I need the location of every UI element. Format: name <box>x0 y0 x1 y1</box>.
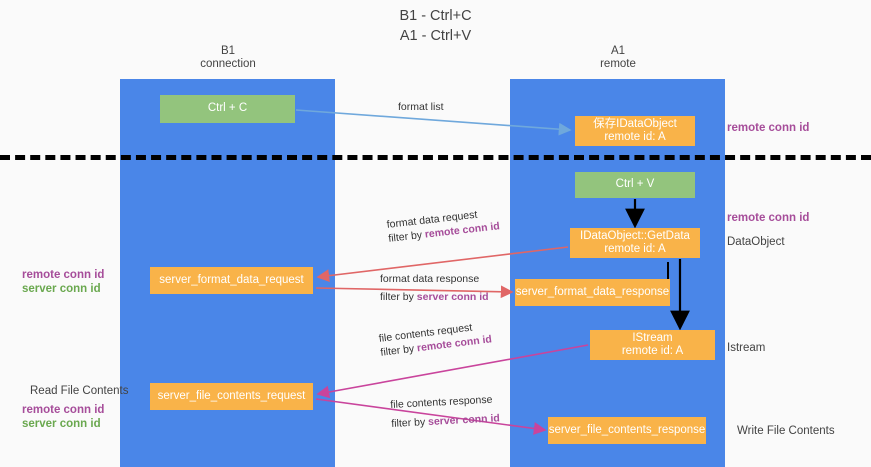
edge-label-file-contents-response-text: file contents response <box>390 393 493 411</box>
filter-prefix: filter by <box>380 291 417 303</box>
node-server-file-contents-request-label: server_file_contents_request <box>157 389 306 402</box>
lane-title-a1-sub: remote <box>600 58 636 70</box>
lane-title-b1-name: B1 <box>220 45 236 57</box>
lane-title-b1-sub: connection <box>200 58 256 70</box>
node-server-format-data-response[interactable]: server_format_data_response <box>515 279 670 306</box>
edge-label-format-data-response-text: format data response <box>380 273 480 285</box>
node-istream-line2: remote id: A <box>621 345 684 357</box>
title-line-2: A1 - Ctrl+V <box>399 28 472 44</box>
filter-key-server-conn-id: server conn id <box>427 412 501 429</box>
edge-label-file-contents-request: file contents request filter by remote c… <box>378 318 493 359</box>
side-label-dataobject: DataObject <box>727 236 785 248</box>
annotation-server-conn-id: server conn id <box>22 418 101 430</box>
annotation-conn-ids-left-bottom: remote conn id server conn id <box>22 403 104 431</box>
node-server-format-data-response-label: server_format_data_response <box>515 285 670 298</box>
edge-label-format-data-response: format data response filter by server co… <box>380 272 489 304</box>
node-ctrl-c[interactable]: Ctrl + C <box>160 95 295 123</box>
annotation-remote-conn-id: remote conn id <box>22 269 105 281</box>
node-ctrl-v[interactable]: Ctrl + V <box>575 172 695 198</box>
node-server-file-contents-request[interactable]: server_file_contents_request <box>150 383 313 410</box>
annotation-server-conn-id: server conn id <box>22 283 101 295</box>
lane-title-b1: B1 connection <box>152 45 304 71</box>
node-save-idataobject-line1: 保存IDataObject <box>593 117 677 130</box>
annotation-conn-ids-left-top: remote conn id server conn id <box>22 268 104 296</box>
annotation-remote-conn-id: remote conn id <box>22 404 105 416</box>
node-idataobject-getdata-line1: IDataObject::GetData <box>580 229 690 242</box>
annotation-remote-conn-id-top: remote conn id <box>727 122 810 134</box>
edge-label-format-list-text: format list <box>398 101 444 113</box>
node-server-file-contents-response[interactable]: server_file_contents_response <box>548 417 706 444</box>
side-label-write-file-contents: Write File Contents <box>737 425 835 437</box>
edge-label-format-data-request: format data request filter by remote con… <box>386 205 500 246</box>
node-server-file-contents-response-label: server_file_contents_response <box>548 423 706 436</box>
node-istream[interactable]: IStream remote id: A <box>590 330 715 360</box>
filter-prefix: filter by <box>387 228 426 245</box>
node-save-idataobject-line2: remote id: A <box>604 131 666 143</box>
node-idataobject-getdata[interactable]: IDataObject::GetData remote id: A <box>570 228 700 258</box>
filter-prefix: filter by <box>379 342 418 359</box>
node-server-format-data-request[interactable]: server_format_data_request <box>150 267 313 294</box>
node-server-format-data-request-label: server_format_data_request <box>159 273 304 286</box>
node-istream-line1: IStream <box>632 331 673 344</box>
filter-prefix: filter by <box>391 416 429 430</box>
node-idataobject-getdata-line2: remote id: A <box>604 243 666 255</box>
lane-title-a1-name: A1 <box>610 45 626 57</box>
title-line-1: B1 - Ctrl+C <box>399 8 472 24</box>
node-ctrl-v-label: Ctrl + V <box>615 178 655 191</box>
edge-label-format-list: format list <box>398 100 444 114</box>
filter-key-server-conn-id: server conn id <box>416 291 489 303</box>
edge-label-file-contents-response: file contents response filter by server … <box>390 392 500 431</box>
edge-label-format-data-response-filter: filter by server conn id <box>380 290 489 304</box>
page-title: B1 - Ctrl+C A1 - Ctrl+V <box>0 6 871 46</box>
side-label-istream: Istream <box>727 342 766 354</box>
node-save-idataobject[interactable]: 保存IDataObject remote id: A <box>575 116 695 146</box>
annotation-remote-conn-id-mid: remote conn id <box>727 212 810 224</box>
edge-label-file-contents-response-filter: filter by server conn id <box>391 411 500 431</box>
side-label-read-file-contents: Read File Contents <box>30 385 129 397</box>
node-ctrl-c-label: Ctrl + C <box>207 102 248 115</box>
phase-divider <box>0 155 871 160</box>
lane-title-a1: A1 remote <box>542 45 694 71</box>
